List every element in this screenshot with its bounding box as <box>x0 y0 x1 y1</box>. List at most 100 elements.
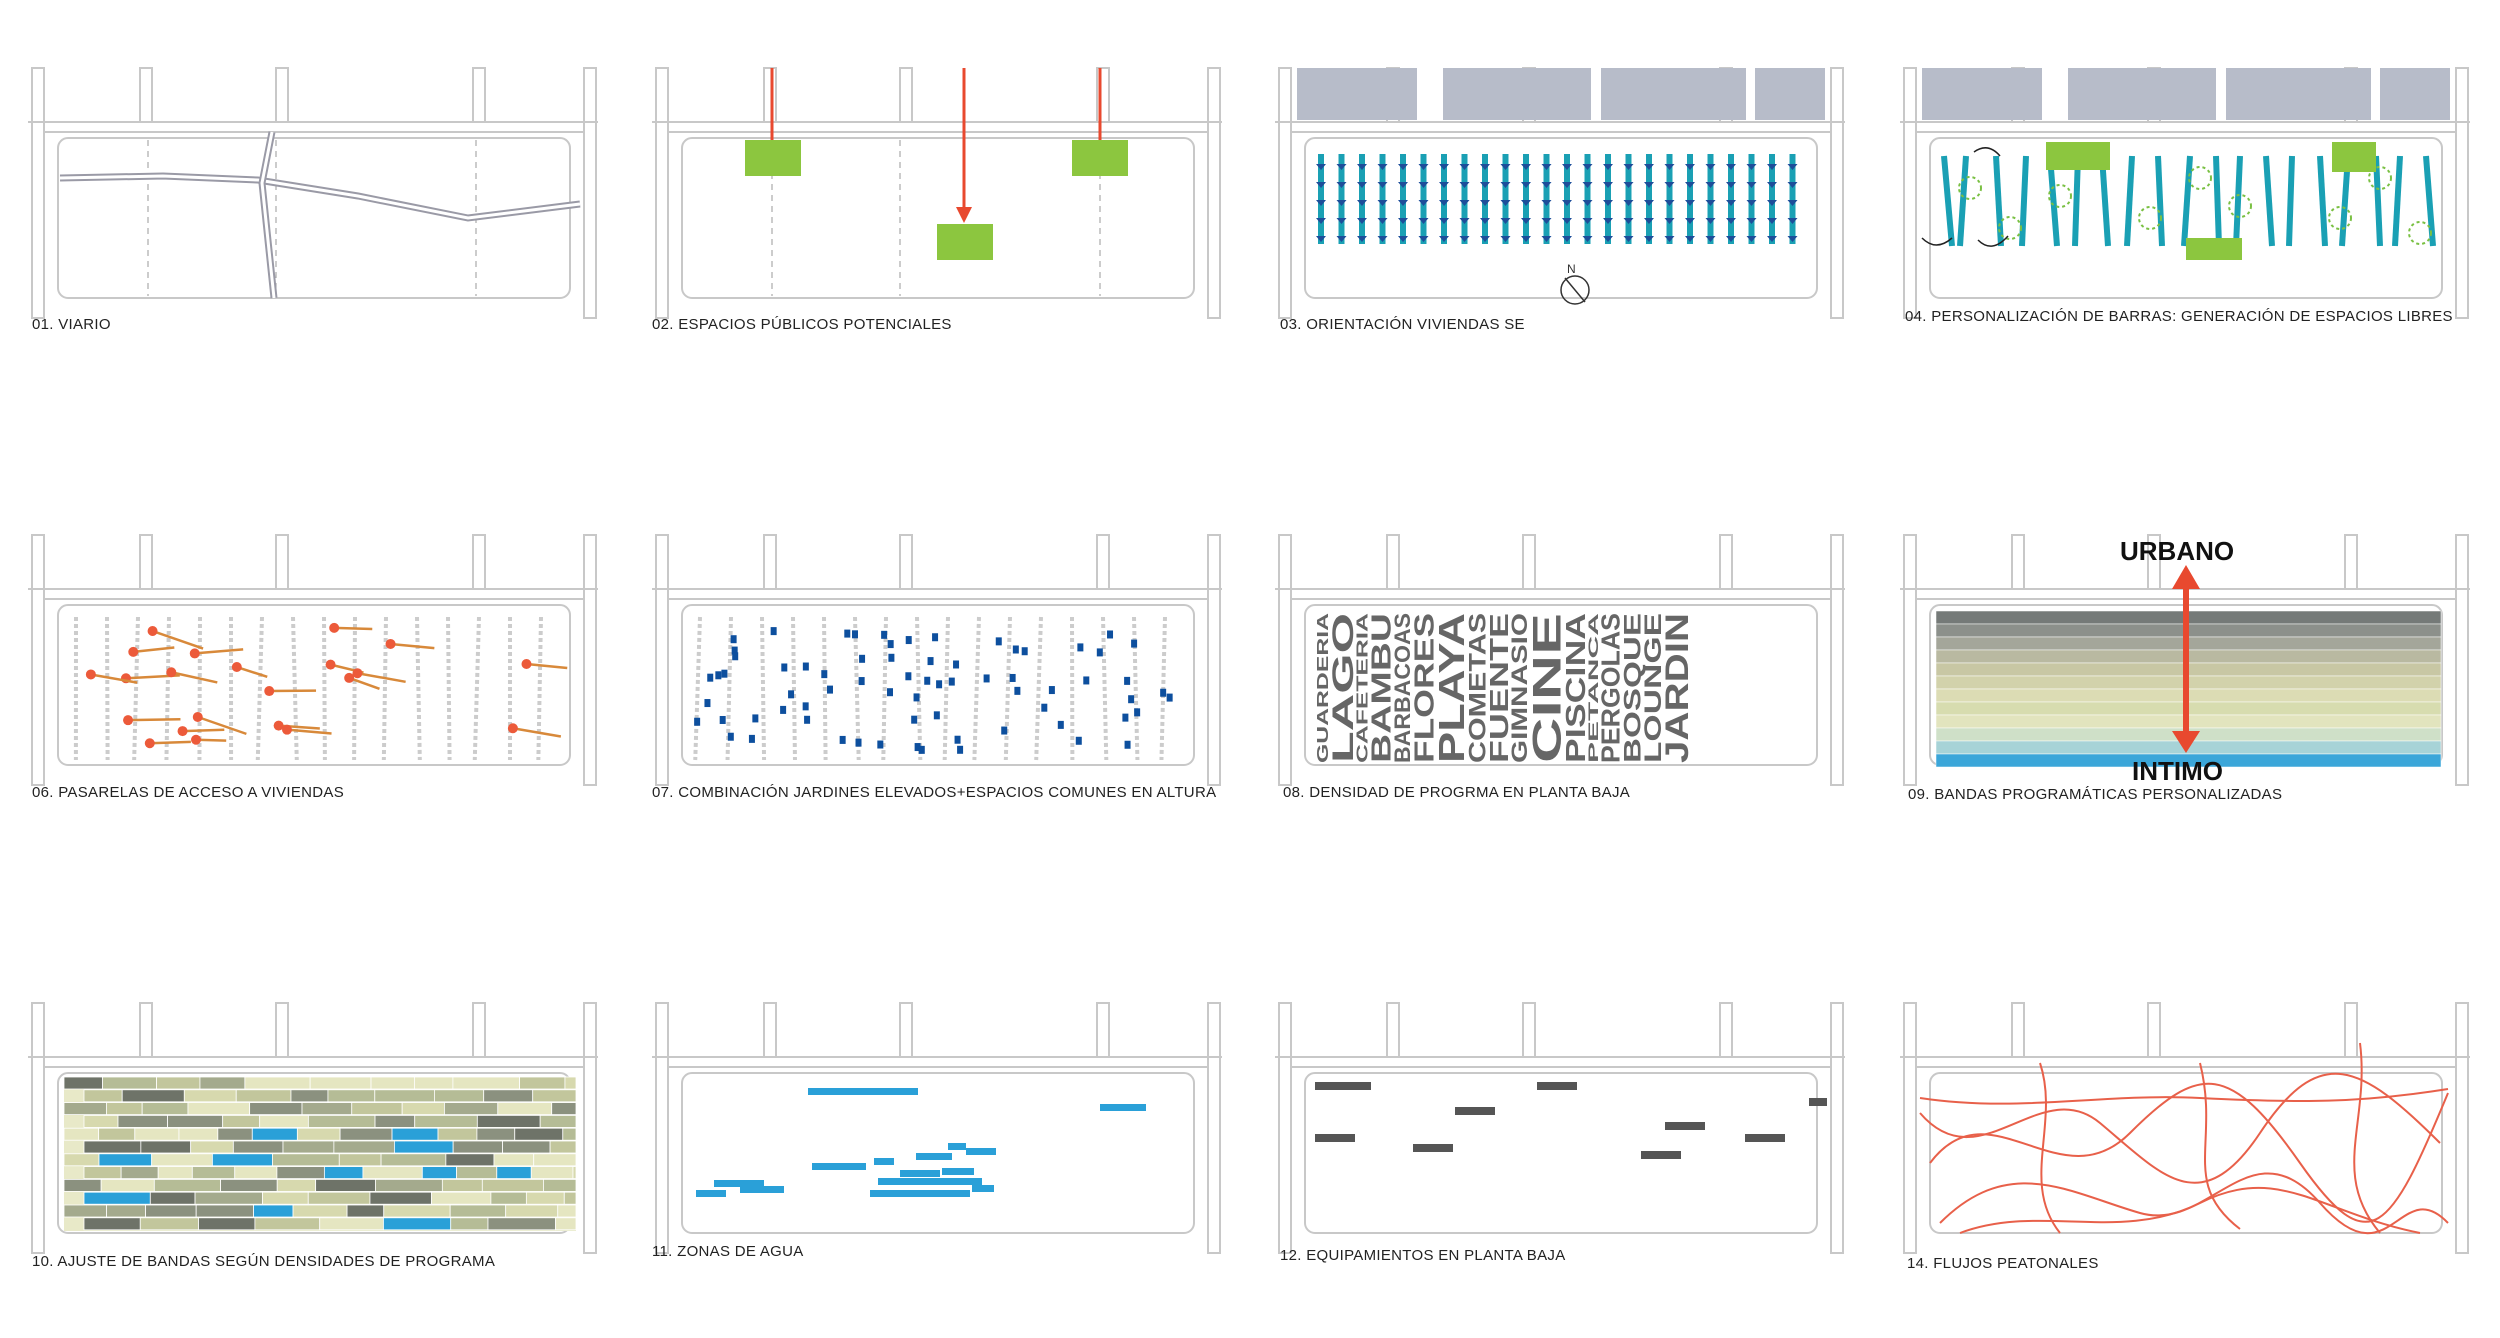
elevated-garden <box>1041 704 1047 712</box>
program-band-segment <box>375 1115 415 1127</box>
orientation-tick <box>1603 200 1613 206</box>
road-left <box>656 68 668 318</box>
cross-street <box>473 535 485 589</box>
program-band-segment <box>484 1090 533 1102</box>
program-band-segment <box>347 1205 384 1217</box>
orientation-tick <box>1706 200 1716 206</box>
panel-02 <box>652 68 1222 318</box>
housing-bar <box>2216 156 2219 246</box>
orientation-tick <box>1726 164 1736 170</box>
caption-10: 10. AJUSTE DE BANDAS SEGÚN DENSIDADES DE… <box>32 1253 495 1270</box>
facility-block <box>1537 1082 1577 1090</box>
orientation-tick <box>1665 218 1675 224</box>
orientation-tick <box>1460 182 1470 188</box>
cross-street <box>1387 1003 1399 1057</box>
program-band-segment <box>302 1103 352 1115</box>
access-point <box>166 667 176 677</box>
elevated-garden <box>780 706 786 714</box>
orientation-tick <box>1521 236 1531 242</box>
road-right <box>1831 1003 1843 1253</box>
program-band-segment <box>316 1179 376 1191</box>
plaza-green <box>1072 140 1128 176</box>
program-band-segment <box>375 1179 442 1191</box>
access-point <box>232 662 242 672</box>
caption-04: 04. PERSONALIZACIÓN DE BARRAS: GENERACIÓ… <box>1905 308 2453 325</box>
panel-01 <box>28 68 598 318</box>
program-band-segment <box>394 1141 453 1153</box>
elevated-garden <box>1010 674 1016 682</box>
orientation-tick <box>1767 218 1777 224</box>
bar-outline <box>293 617 297 760</box>
facility-block <box>1455 1107 1495 1115</box>
program-band-segment <box>310 1077 371 1089</box>
program-band-segment <box>573 1167 576 1179</box>
open-space-circle <box>2139 207 2161 229</box>
program-band-segment <box>99 1128 135 1140</box>
elevated-garden <box>694 718 700 726</box>
program-band-segment <box>434 1090 483 1102</box>
cross-street <box>1387 535 1399 589</box>
walkway <box>150 742 191 743</box>
program-band-segment <box>297 1128 340 1140</box>
program-band-segment <box>371 1077 414 1089</box>
orientation-tick <box>1378 182 1388 188</box>
program-band-segment <box>260 1115 309 1127</box>
elevated-garden <box>953 660 959 668</box>
program-band-segment <box>438 1128 477 1140</box>
orientation-tick <box>1788 164 1798 170</box>
orientation-tick <box>1398 164 1408 170</box>
elevated-garden <box>852 630 858 638</box>
road-right <box>2456 68 2468 318</box>
orientation-tick <box>1316 236 1326 242</box>
cross-street <box>900 1003 912 1057</box>
orientation-tick <box>1788 182 1798 188</box>
elevated-garden <box>707 674 713 682</box>
access-point <box>386 639 396 649</box>
orientation-tick <box>1706 164 1716 170</box>
access-point <box>128 647 138 657</box>
elevated-garden <box>856 739 862 747</box>
walkway <box>183 730 225 731</box>
road-left <box>32 68 44 318</box>
pedestrian-flow <box>2354 1043 2380 1233</box>
orientation-tick <box>1439 218 1449 224</box>
program-band-segment <box>157 1077 200 1089</box>
elevated-garden <box>704 699 710 707</box>
program-band-segment <box>415 1115 478 1127</box>
orientation-tick <box>1603 182 1613 188</box>
road-left <box>1279 535 1291 785</box>
housing-block <box>2068 68 2216 120</box>
program-band-segment <box>223 1115 260 1127</box>
road-right <box>584 68 596 318</box>
plaza-green <box>937 224 993 260</box>
orientation-tick <box>1521 182 1531 188</box>
program-band-segment <box>457 1167 497 1179</box>
program-band-segment <box>444 1103 497 1115</box>
cross-street <box>2012 535 2024 589</box>
orientation-tick <box>1747 164 1757 170</box>
orientation-tick <box>1419 218 1429 224</box>
program-band-segment <box>212 1154 272 1166</box>
walkway <box>357 673 405 682</box>
orientation-tick <box>1460 236 1470 242</box>
orientation-tick <box>1644 218 1654 224</box>
road-left <box>32 1003 44 1253</box>
program-band-segment <box>250 1103 302 1115</box>
orientation-tick <box>1521 200 1531 206</box>
orientation-tick <box>1624 236 1634 242</box>
orientation-tick <box>1337 236 1347 242</box>
orientation-tick <box>1767 200 1777 206</box>
panel-03: N <box>1275 68 1845 318</box>
program-band-segment <box>477 1115 540 1127</box>
program-band-segment <box>199 1218 255 1230</box>
cross-street <box>764 68 776 122</box>
orientation-tick <box>1726 182 1736 188</box>
panel-08: GUARDERIALAGOCAFETERIABAMBUBARBACOASFLOR… <box>1275 535 1845 785</box>
bar-outline <box>417 617 420 760</box>
orientation-tick <box>1357 182 1367 188</box>
housing-bar <box>2289 156 2292 246</box>
access-point <box>282 725 292 735</box>
walkway <box>195 649 243 653</box>
orientation-tick <box>1542 164 1552 170</box>
